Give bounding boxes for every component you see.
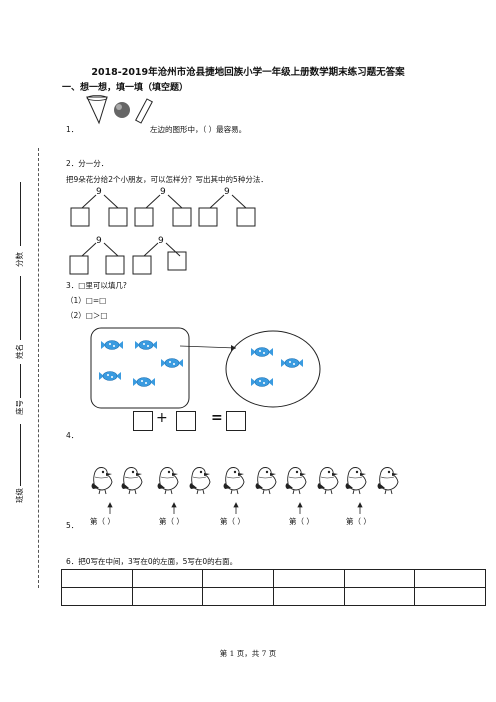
duck-icon <box>345 467 367 495</box>
answer-box-1[interactable] <box>133 411 153 431</box>
class-underline <box>20 424 21 486</box>
duck-icon <box>285 467 307 495</box>
duck-icon <box>377 467 399 495</box>
q2-text: 把9朵花分给2个小朋友，可以怎样分？写出其中的5种分法． <box>66 175 268 184</box>
grid-cell[interactable] <box>414 569 486 588</box>
q1-number: 1． <box>66 125 79 134</box>
nine-label-2: 9 <box>160 187 166 197</box>
section-heading: 一、想一想，填一填（填空题） <box>62 83 189 93</box>
q3-line1: （1）□=□ <box>66 296 107 305</box>
duck-icon <box>189 467 211 495</box>
candy-icon <box>250 347 274 357</box>
grid-cell[interactable] <box>272 587 345 606</box>
ball-icon <box>114 102 130 118</box>
candy-group-box <box>90 327 190 409</box>
grid-cell[interactable] <box>414 587 486 606</box>
ordinal-label-5: 第（ ） <box>346 517 371 526</box>
q2-number: 2．分一分． <box>66 159 109 168</box>
ordinal-label-2: 第（ ） <box>159 517 184 526</box>
binding-line <box>38 148 39 588</box>
grid-cell[interactable] <box>343 569 416 588</box>
split-diagrams-row1 <box>70 194 256 227</box>
sidebar-id: 座号 <box>15 400 24 415</box>
answer-box-2[interactable] <box>176 411 196 431</box>
table-row <box>61 569 486 588</box>
answer-grid <box>61 569 486 606</box>
grid-cell[interactable] <box>202 587 274 606</box>
split-diagrams-row2 <box>69 242 187 275</box>
candy-icon <box>134 340 158 350</box>
page-title: 2018-2019年沧州市沧县捷地回族小学一年级上册数学期末练习题无答案 <box>91 67 405 78</box>
duck-icon <box>91 467 113 495</box>
grid-cell[interactable] <box>131 569 204 588</box>
equals-sign: = <box>211 410 223 426</box>
q1-text: 左边的图形中，（ ）最容易。 <box>150 125 247 134</box>
q3-line2: （2）□＞□ <box>66 311 108 320</box>
q1-shapes <box>86 95 153 125</box>
candy-icon <box>98 371 122 381</box>
q4-number: 4． <box>66 431 79 440</box>
name-underline <box>20 276 21 340</box>
nine-label-5: 9 <box>158 236 164 246</box>
grid-cell[interactable] <box>343 587 416 606</box>
grid-cell[interactable] <box>202 569 274 588</box>
nine-label-3: 9 <box>224 187 230 197</box>
sidebar-class: 班级 <box>15 488 24 503</box>
id-underline <box>20 364 21 398</box>
candy-icon <box>132 377 156 387</box>
cone-icon <box>86 96 108 125</box>
sidebar-name: 姓名 <box>15 344 24 359</box>
sidebar-score: 分数 <box>15 252 24 267</box>
answer-box-3[interactable] <box>226 411 246 431</box>
grid-cell[interactable] <box>131 587 204 606</box>
ordinal-label-1: 第（ ） <box>90 517 115 526</box>
grid-cell[interactable] <box>61 569 133 588</box>
nine-label-4: 9 <box>96 236 102 246</box>
nine-label-1: 9 <box>96 187 102 197</box>
score-underline <box>20 182 21 246</box>
grid-cell[interactable] <box>272 569 345 588</box>
q3-number: 3．□里可以填几? <box>66 281 127 290</box>
table-row <box>61 587 486 606</box>
duck-icon <box>121 467 143 495</box>
duck-icon <box>157 467 179 495</box>
grid-cell[interactable] <box>61 587 133 606</box>
candy-icon <box>280 358 304 368</box>
candy-oval <box>225 330 321 408</box>
ordinal-label-3: 第（ ） <box>220 517 245 526</box>
duck-icon <box>317 467 339 495</box>
duck-icon <box>255 467 277 495</box>
duck-row <box>91 467 399 514</box>
candy-icon <box>250 377 274 387</box>
q5-number: 5． <box>66 521 79 530</box>
page-footer: 第 1 页，共 7 页 <box>219 649 277 658</box>
plus-sign: + <box>156 410 168 426</box>
cylinder-icon <box>135 98 153 124</box>
candy-icon <box>160 358 184 368</box>
duck-icon <box>223 467 245 495</box>
ordinal-label-4: 第（ ） <box>289 517 314 526</box>
candy-icon <box>100 340 124 350</box>
candy-diagram <box>90 327 321 409</box>
q6-text: 6．把0写在中间，3写在0的左面，5写在0的右面。 <box>66 557 238 566</box>
